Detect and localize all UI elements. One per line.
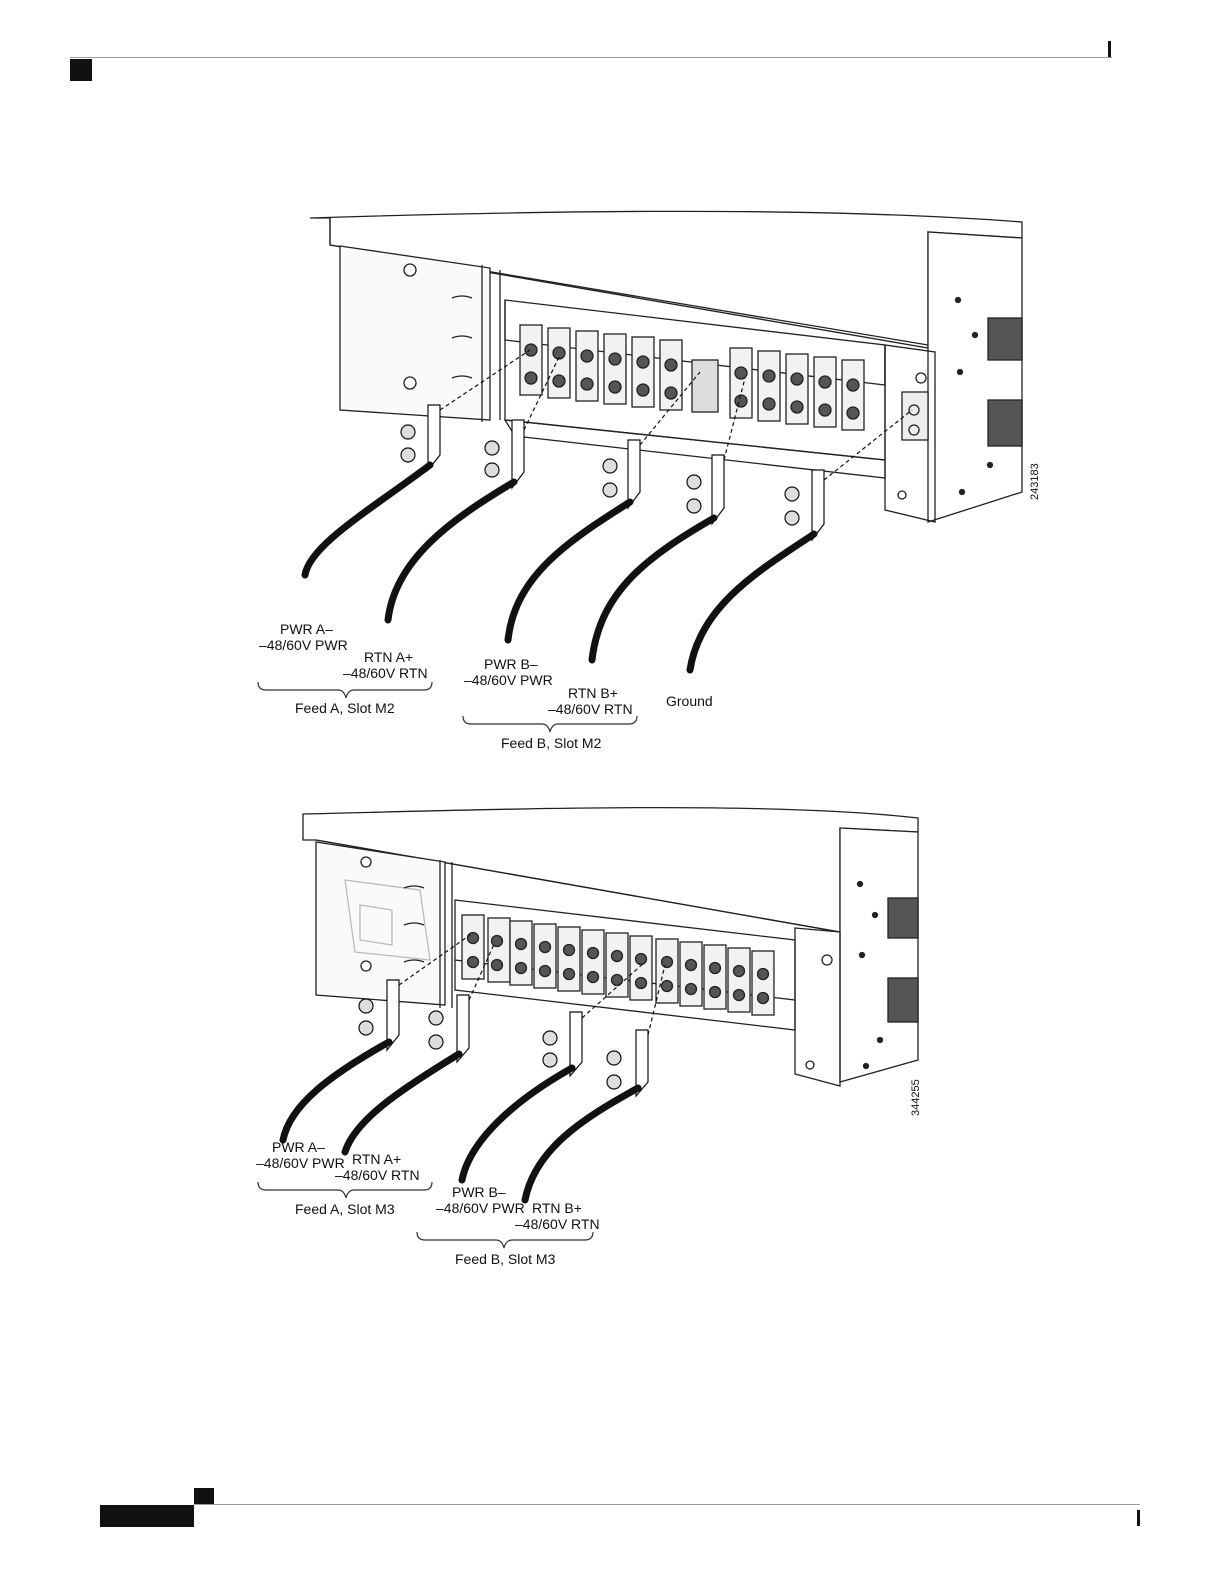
group-label-feed-b: Feed B, Slot M3 [455, 1251, 555, 1267]
cable-label-rtn-b-spec: –48/60V RTN [515, 1216, 600, 1232]
cable-label-rtn-b-spec: –48/60V RTN [548, 701, 633, 717]
cable-label-rtn-a-spec: –48/60V RTN [343, 665, 428, 681]
cable-label-pwr-b-spec: –48/60V PWR [436, 1200, 525, 1216]
cable-label-rtn-b: RTN B+ [568, 685, 618, 701]
cable-label-pwr-a: PWR A– [280, 621, 333, 637]
cable-label-pwr-b: PWR B– [484, 656, 538, 672]
chassis-illustration-m2 [0, 0, 1224, 800]
cable-label-rtn-b: RTN B+ [532, 1200, 582, 1216]
cable-label-pwr-a-spec: –48/60V PWR [256, 1155, 345, 1171]
cable-label-pwr-b-spec: –48/60V PWR [464, 672, 553, 688]
footer-small-block [194, 1488, 214, 1504]
group-label-feed-a: Feed A, Slot M3 [295, 1201, 395, 1217]
figure-number: 344255 [910, 1079, 922, 1116]
footer-rule [194, 1504, 1140, 1505]
cable-label-pwr-b: PWR B– [452, 1184, 506, 1200]
cable-label-ground: Ground [666, 693, 713, 709]
figure-number: 243183 [1029, 463, 1041, 500]
cable-label-rtn-a: RTN A+ [352, 1151, 401, 1167]
cable-label-pwr-a-spec: –48/60V PWR [259, 637, 348, 653]
group-label-feed-a: Feed A, Slot M2 [295, 700, 395, 716]
group-label-feed-b: Feed B, Slot M2 [501, 735, 601, 751]
footer-right-tick [1137, 1510, 1140, 1526]
footer-tab-block [100, 1505, 194, 1527]
cable-label-rtn-a: RTN A+ [364, 649, 413, 665]
cable-label-rtn-a-spec: –48/60V RTN [335, 1167, 420, 1183]
cable-label-pwr-a: PWR A– [272, 1139, 325, 1155]
